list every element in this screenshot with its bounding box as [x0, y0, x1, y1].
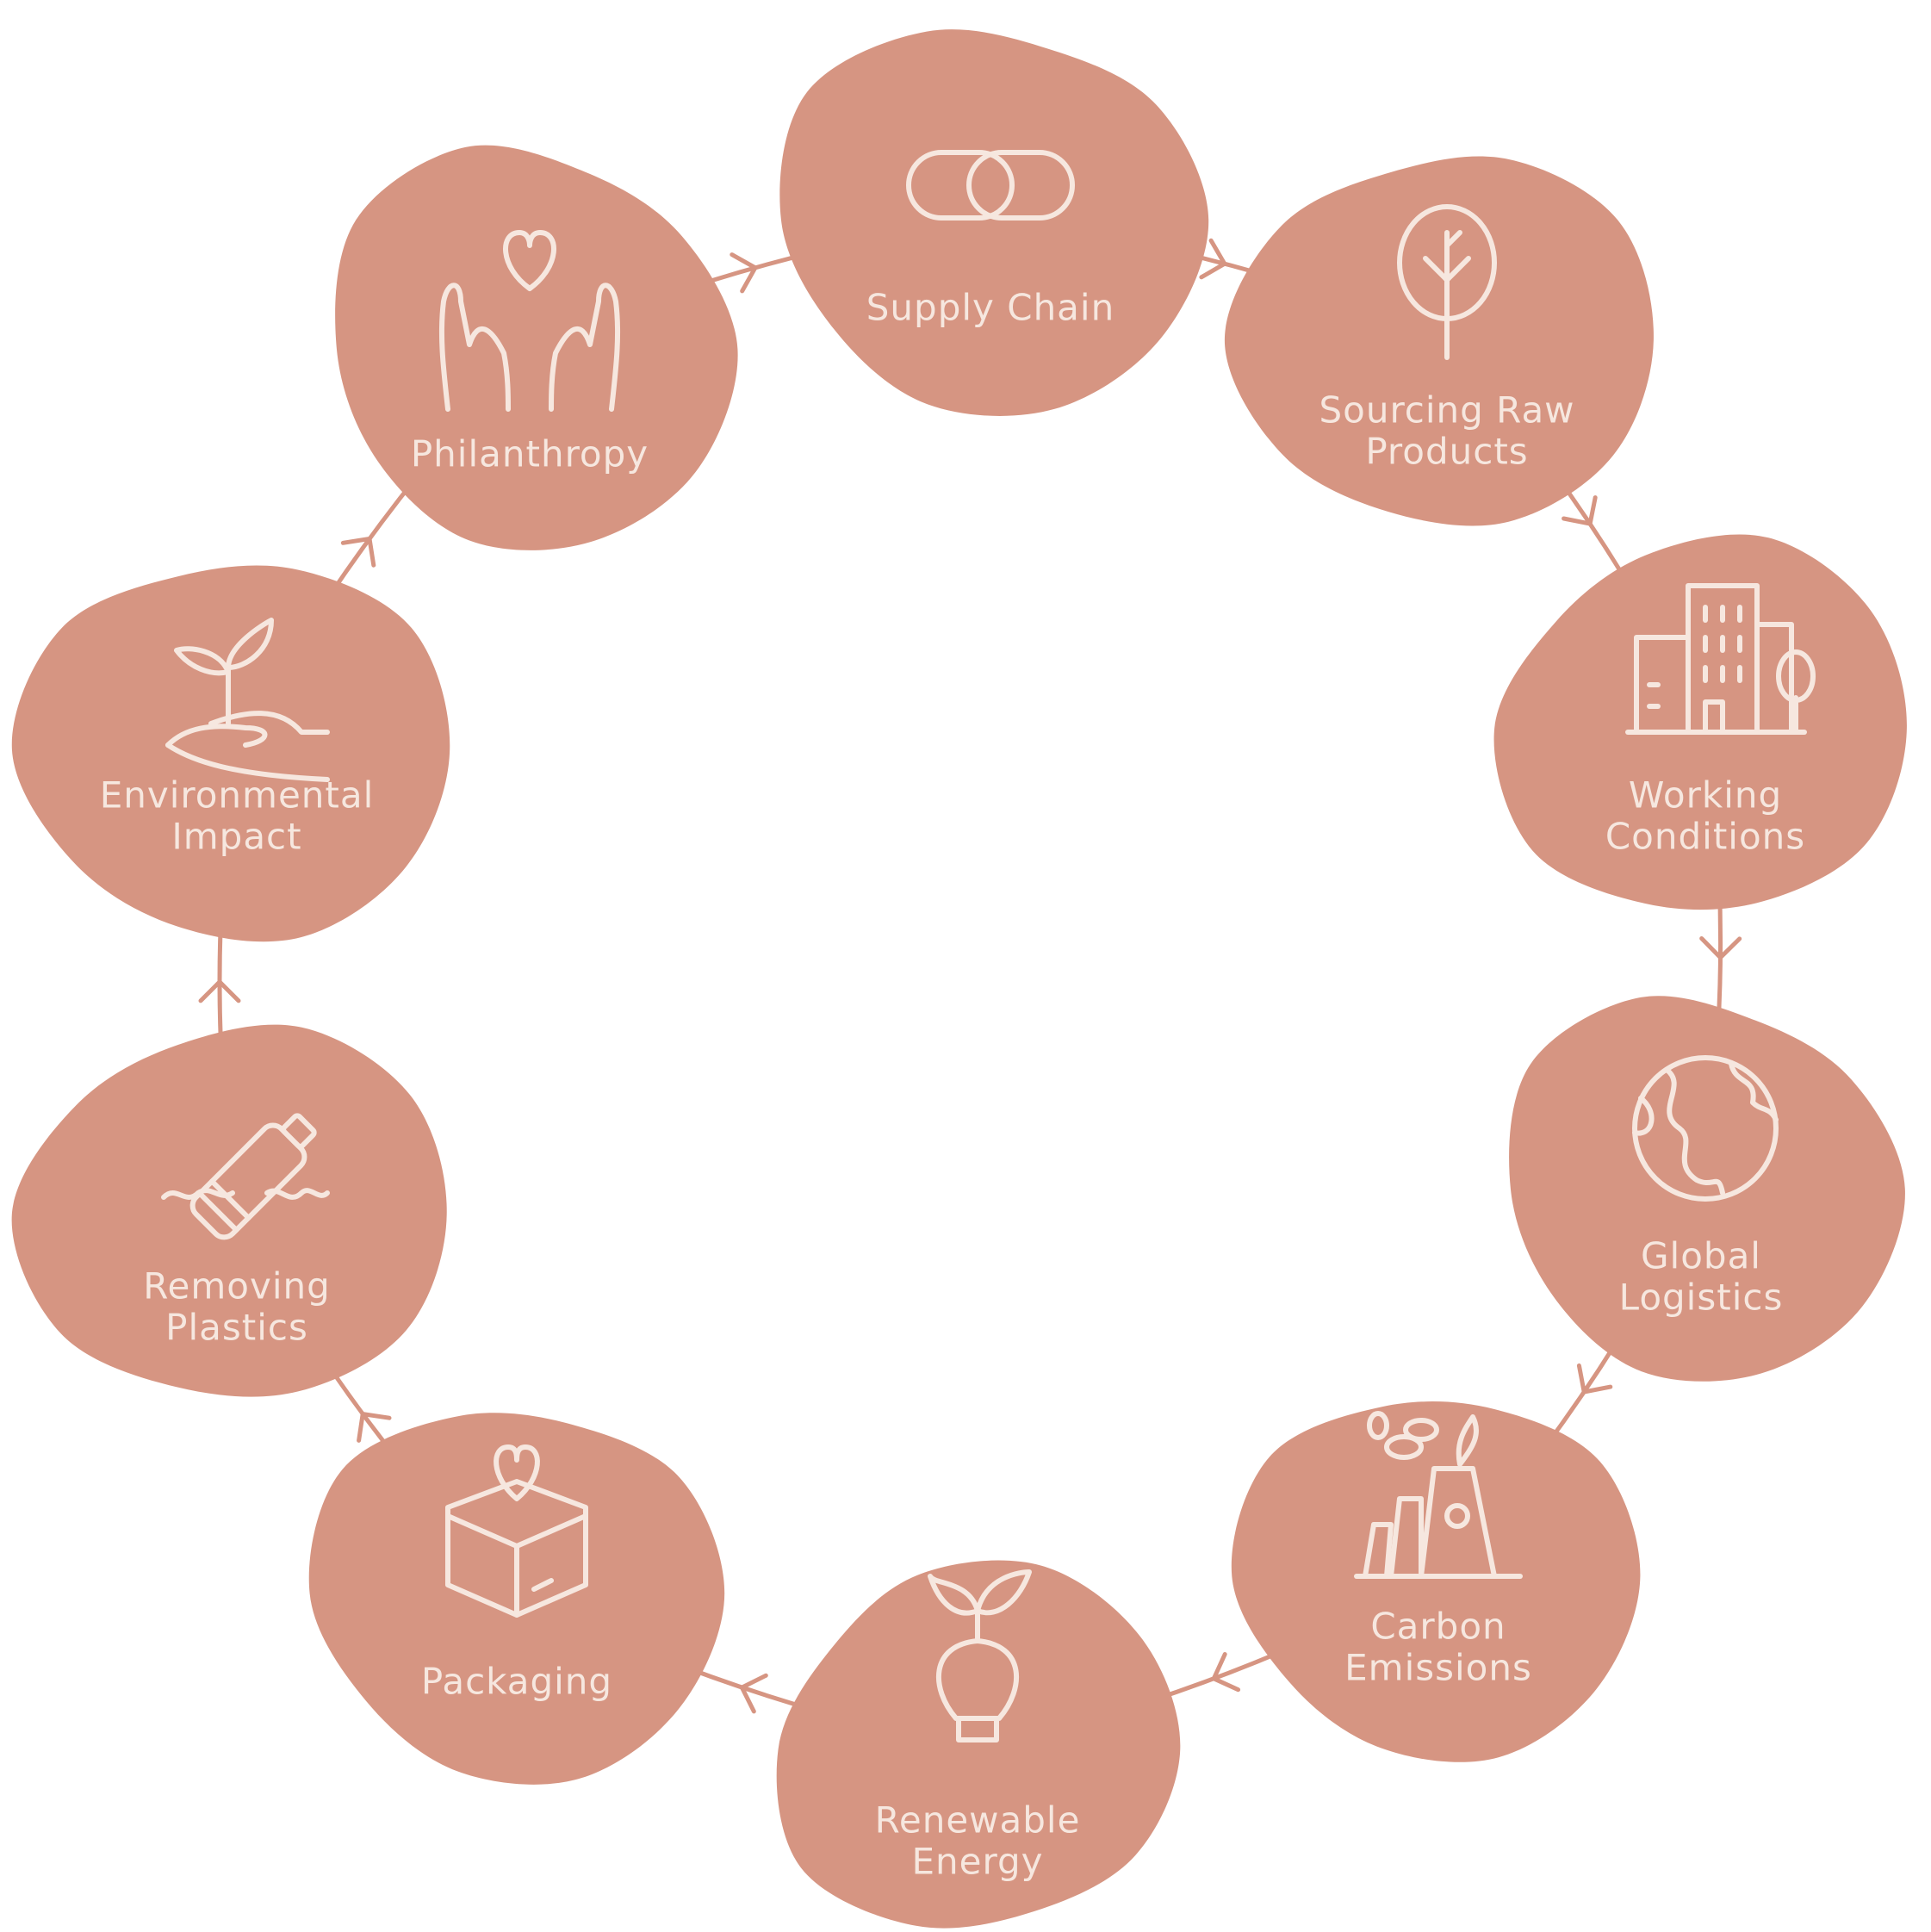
arrow-chevron-icon — [1211, 1652, 1241, 1693]
node-blob — [1224, 156, 1654, 526]
node-blob — [779, 29, 1209, 416]
node-blob — [335, 145, 738, 550]
arrow-chevron-icon — [1199, 238, 1227, 280]
node-label: Carbon — [1370, 1606, 1506, 1648]
node-blob — [1493, 534, 1907, 910]
node-label: Conditions — [1605, 816, 1805, 858]
node-label: Philanthropy — [411, 433, 649, 475]
tree-icon — [1397, 204, 1497, 360]
node-blob — [776, 1560, 1181, 1929]
node-label: Sourcing Raw — [1319, 389, 1574, 432]
box-heart-icon — [445, 1444, 588, 1618]
node-label: Products — [1365, 431, 1528, 473]
node-blob — [11, 565, 450, 942]
arrow-chevron-icon — [357, 1412, 392, 1443]
factory-icon — [1354, 1411, 1523, 1579]
arrow-chevron-icon — [1576, 1363, 1613, 1395]
node-label: Impact — [171, 816, 301, 858]
hands-heart-icon — [438, 230, 621, 412]
arrow-chevron-icon — [739, 1673, 768, 1714]
node-blob — [1231, 1401, 1641, 1762]
node-philanthropy: Philanthropy — [335, 145, 738, 550]
node-label: Supply Chain — [866, 287, 1115, 329]
node-label: Environmental — [100, 774, 375, 817]
arrow-chevron-icon — [730, 252, 758, 294]
arrow-chevron-icon — [340, 537, 376, 568]
arrow-chevron-icon — [1699, 936, 1742, 960]
node-blob — [11, 1024, 447, 1397]
node-label: Renewable — [875, 1799, 1081, 1842]
node-label: Global — [1641, 1235, 1761, 1277]
node-blob — [1509, 996, 1905, 1382]
arrow-chevron-icon — [198, 979, 241, 1003]
node-label: Packaging — [421, 1661, 612, 1703]
buildings-icon — [1625, 583, 1816, 735]
node-packaging: Packaging — [308, 1413, 725, 1785]
node-supply-chain: Supply Chain — [779, 29, 1209, 416]
node-label: Emissions — [1344, 1647, 1532, 1689]
node-label: Working — [1629, 774, 1782, 817]
node-label: Energy — [911, 1841, 1043, 1883]
globe-icon — [1632, 1055, 1779, 1202]
chain-link-icon — [906, 150, 1075, 221]
lightbulb-leaf-icon — [928, 1569, 1032, 1743]
arrow-chevron-icon — [1562, 495, 1598, 526]
plastic-bottle-icon — [161, 1113, 330, 1240]
node-label: Logistics — [1619, 1277, 1784, 1319]
node-label: Plastics — [165, 1307, 308, 1349]
node-label: Removing — [143, 1265, 331, 1308]
hand-plant-icon — [165, 618, 330, 782]
